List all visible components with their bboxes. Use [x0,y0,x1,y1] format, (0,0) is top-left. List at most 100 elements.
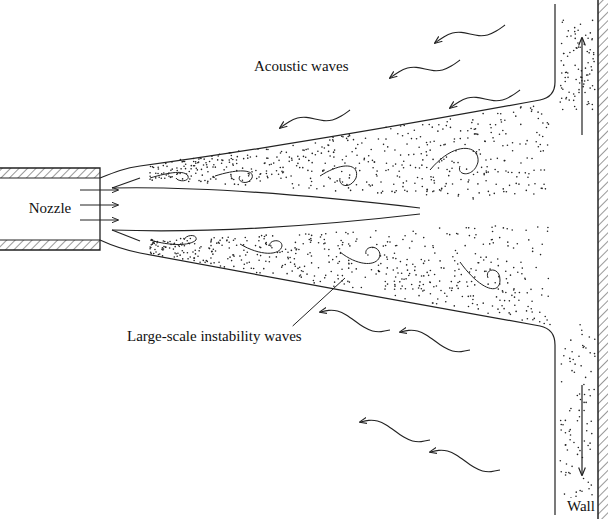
dot [472,198,474,200]
dot [299,167,301,169]
dot [248,173,250,175]
dot [230,174,232,176]
dot [233,179,235,181]
dot [433,140,435,142]
dot [206,261,208,263]
dot [462,296,464,298]
dot [156,242,158,244]
dot [266,173,268,175]
dot [382,190,384,192]
dot [477,134,479,136]
dot [592,20,594,22]
dot [385,273,387,275]
dot [407,269,409,271]
dot [289,257,291,259]
dot [592,109,594,111]
dot [195,253,197,255]
dot [583,346,585,348]
dot [259,173,261,175]
dot [515,115,517,117]
dot [394,280,396,282]
dot [343,283,345,285]
dot [210,263,212,265]
dot [564,77,566,79]
dot [203,158,205,160]
dot [333,151,335,153]
dot [561,97,563,99]
dot [579,490,581,492]
dot [227,236,229,238]
dot [284,264,286,266]
dot [397,175,399,177]
dot [310,178,312,180]
dot [594,89,596,91]
dot [297,156,299,158]
dot [506,228,508,230]
dot [158,168,160,170]
dot [419,167,421,169]
dot [260,173,262,175]
instability-label: Large-scale instability waves [126,328,303,345]
dot [560,460,562,462]
dot [192,251,194,253]
dot [438,167,440,169]
dot [408,275,410,277]
dot [495,124,497,126]
dot [412,288,414,290]
dot [521,267,523,269]
dot [560,471,562,473]
dot [492,231,494,233]
dot [416,138,418,140]
dot [290,261,292,263]
dot [266,157,268,159]
dot [253,268,255,270]
dot [476,151,478,153]
dot [213,177,215,179]
dot [195,162,197,164]
dot [588,488,590,490]
dot [565,444,567,446]
dot [280,177,282,179]
dot [167,242,169,244]
dot [586,423,588,425]
dot [181,161,183,163]
dot [342,136,344,138]
dot [356,238,358,240]
dot [375,230,377,232]
dot [386,163,388,165]
dot [432,247,434,249]
dot [188,181,190,183]
dot [531,158,533,160]
acoustic-wave [280,110,350,128]
dot [231,178,233,180]
dot [589,352,591,354]
dot [305,149,307,151]
dot [378,271,380,273]
dot [532,319,534,321]
dot [570,408,572,410]
dot [376,175,378,177]
dot [243,249,245,251]
dot [193,165,195,167]
dot [251,267,253,269]
dot [454,260,456,262]
dot [399,176,401,178]
dot [427,189,429,191]
dot [349,174,351,176]
dot [198,250,200,252]
dot [325,233,327,235]
dot [211,239,213,241]
dot [422,124,424,126]
dot [524,278,526,280]
dot [387,283,389,285]
dot [153,253,155,255]
dot [310,241,312,243]
dot [513,247,515,249]
dot [526,140,528,142]
dot [393,183,395,185]
dot [375,273,377,275]
dot [583,384,585,386]
dot [278,160,280,162]
dot [534,183,536,185]
dot [391,191,393,193]
